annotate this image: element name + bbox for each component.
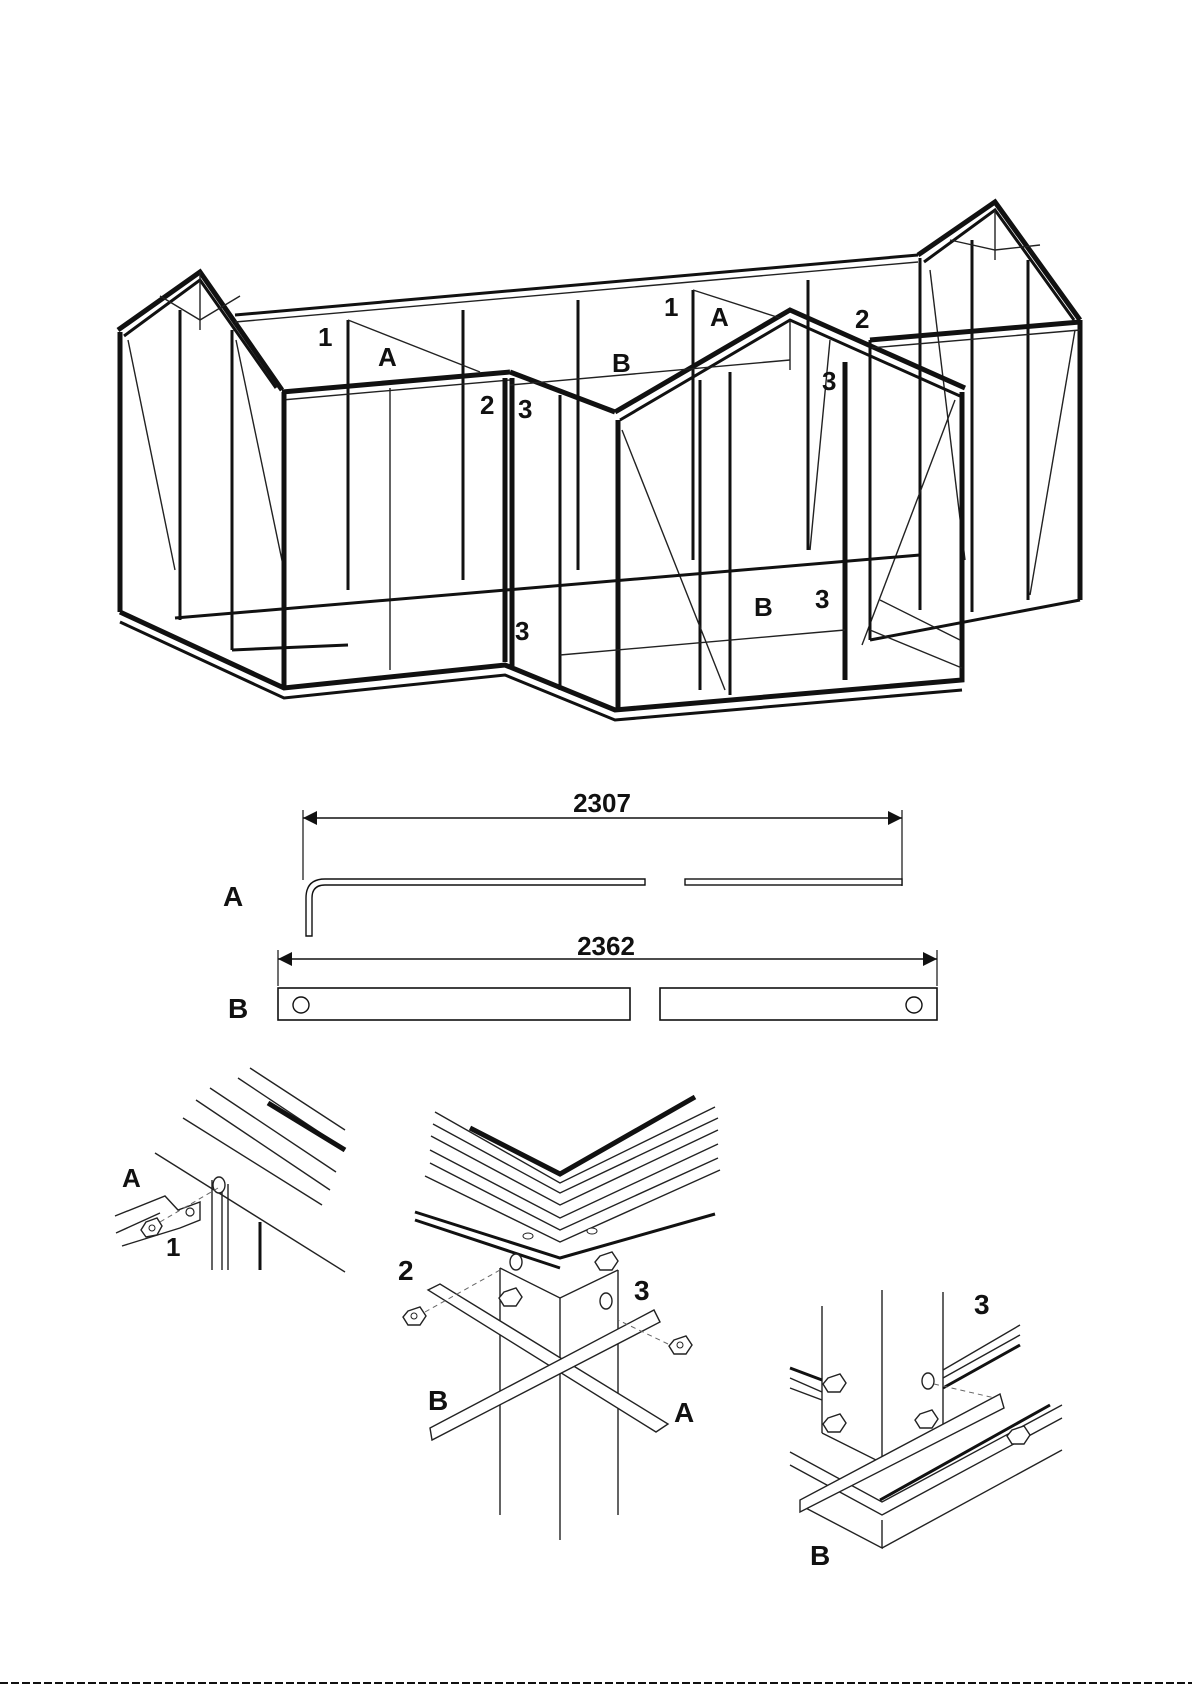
label-a-left: A [378, 342, 397, 372]
part-a-drawing: 2307 A [223, 788, 902, 936]
detail-3-base: 3 B [790, 1289, 1062, 1571]
label-1-left: 1 [318, 322, 332, 352]
detail2-label-2: 2 [398, 1255, 414, 1286]
label-a-right: A [710, 302, 729, 332]
label-3-right: 3 [822, 366, 836, 396]
detail3-label-3: 3 [974, 1289, 990, 1320]
label-3-bottom-right: 3 [815, 584, 829, 614]
detail1-label-1: 1 [166, 1232, 180, 1262]
greenhouse-labels: 1 A 2 3 B 1 A 2 3 3 B 3 [318, 292, 869, 646]
detail2-label-b: B [428, 1385, 448, 1416]
detail-1-bracket: A 1 [115, 1068, 345, 1272]
part-label-a: A [223, 881, 243, 912]
dimension-a: 2307 [573, 788, 631, 818]
label-3-mid-bottom: 3 [515, 616, 529, 646]
part-b-drawing: 2362 B [228, 931, 937, 1024]
label-b-bottom: B [754, 592, 773, 622]
dimension-b: 2362 [577, 931, 635, 961]
greenhouse-frame [118, 202, 1080, 720]
detail-2-corner: 2 3 B A [398, 1097, 720, 1540]
detail2-label-a: A [674, 1397, 694, 1428]
part-label-b: B [228, 993, 248, 1024]
label-b-top: B [612, 348, 631, 378]
label-2-mid: 2 [480, 390, 494, 420]
label-2-right: 2 [855, 304, 869, 334]
label-3-mid-top: 3 [518, 394, 532, 424]
label-1-right: 1 [664, 292, 678, 322]
detail3-label-b: B [810, 1540, 830, 1571]
detail2-label-3: 3 [634, 1275, 650, 1306]
detail1-label-a: A [122, 1163, 141, 1193]
